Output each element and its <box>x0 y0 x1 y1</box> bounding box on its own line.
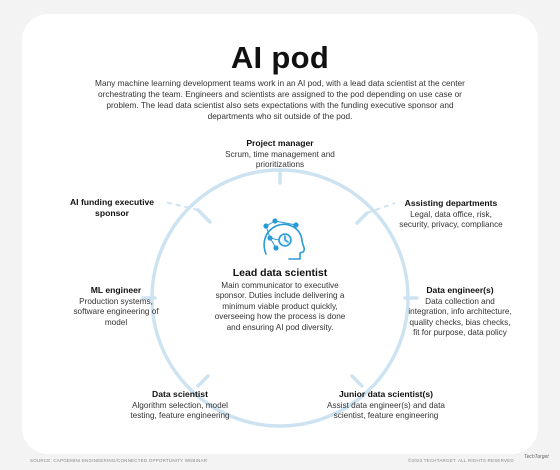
junior-data-scientist-title: Junior data scientist(s) <box>338 389 434 399</box>
diagram-card <box>22 14 538 454</box>
connector-data-scientist <box>196 374 210 388</box>
junior-data-scientist-node: Junior data scientist(s) Assist data eng… <box>316 389 456 422</box>
data-engineer-title: Data engineer(s) <box>426 285 494 295</box>
intro-paragraph: Many machine learning development teams … <box>95 78 465 121</box>
data-scientist-text: Algorithm selection, model testing, feat… <box>130 400 230 421</box>
ml-engineer-text: Production systems, software engineering… <box>73 296 159 327</box>
ml-engineer-title: ML engineer <box>90 285 142 295</box>
connector-junior <box>350 374 364 388</box>
copyright-credit: ©2023 TECHTARGET. ALL RIGHTS RESERVED <box>408 458 514 463</box>
ml-engineer-node: ML engineer Production systems, software… <box>66 285 166 328</box>
lead-data-scientist-text: Main communicator to executive sponsor. … <box>214 280 346 332</box>
assisting-departments-title: Assisting departments <box>404 198 498 208</box>
project-manager-text: Scrum, time management and prioritizatio… <box>225 149 335 170</box>
project-manager-node: Project manager Scrum, time management a… <box>218 138 342 171</box>
brand-logo: TechTarget <box>524 454 549 460</box>
data-engineer-node: Data engineer(s) Data collection and int… <box>408 285 512 339</box>
project-manager-title: Project manager <box>246 138 314 148</box>
data-engineer-text: Data collection and integration, info ar… <box>408 296 512 338</box>
assisting-departments-node: Assisting departments Legal, data office… <box>396 198 506 231</box>
lead-data-scientist-title: Lead data scientist <box>232 267 328 279</box>
data-scientist-node: Data scientist Algorithm selection, mode… <box>118 389 242 422</box>
lead-data-scientist-icon <box>263 218 306 260</box>
junior-data-scientist-text: Assist data engineer(s) and data scienti… <box>327 400 445 421</box>
connector-funding-solid <box>196 208 212 224</box>
data-scientist-title: Data scientist <box>152 389 208 399</box>
lead-data-scientist-node: Lead data scientist Main communicator to… <box>210 268 350 333</box>
connector-funding-dashed <box>164 201 199 211</box>
connector-assisting-dashed <box>366 202 396 214</box>
source-credit: SOURCE: CAPGEMINI ENGINEERING/CONNECTED … <box>30 458 208 463</box>
ai-funding-node: AI funding executive sponsor <box>60 197 164 219</box>
diagram-title: AI pod <box>230 40 330 75</box>
ai-funding-title: AI funding executive sponsor <box>69 197 155 218</box>
assisting-departments-text: Legal, data office, risk, security, priv… <box>399 209 503 230</box>
connector-assisting-solid <box>355 211 369 225</box>
